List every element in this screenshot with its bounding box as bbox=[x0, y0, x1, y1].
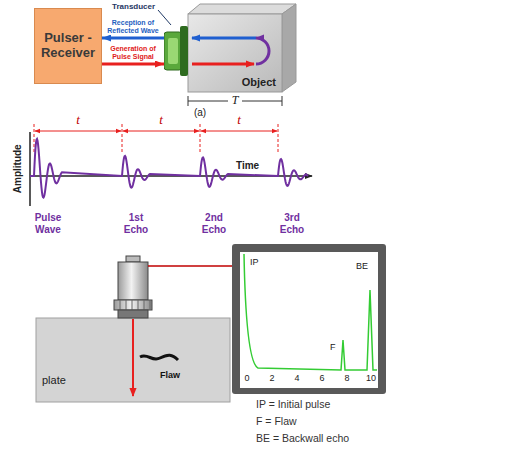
tick-number: 2 bbox=[264, 373, 280, 383]
box-title: Pulser - Receiver bbox=[39, 31, 97, 61]
transducer-flange bbox=[180, 26, 188, 76]
reflected-wave-arrow bbox=[192, 37, 256, 40]
dimension-tick bbox=[188, 96, 189, 106]
screen-display bbox=[240, 252, 378, 388]
a-scan-trace bbox=[244, 254, 377, 370]
tick-number: 4 bbox=[289, 373, 305, 383]
peak-label: IP bbox=[250, 257, 259, 267]
screen-frame bbox=[232, 244, 386, 394]
interval-marker bbox=[122, 124, 123, 152]
dimension-tick bbox=[282, 96, 283, 106]
signal-arrow bbox=[102, 63, 164, 66]
interval-marker bbox=[200, 124, 201, 152]
part-label: Flaw bbox=[160, 370, 180, 380]
transducer-highlight bbox=[168, 38, 178, 64]
interval-marker bbox=[278, 124, 279, 152]
key-note: BE = Backwall echo bbox=[256, 432, 349, 444]
object-side-face bbox=[282, 4, 296, 92]
transducer: Transducer bbox=[164, 24, 188, 78]
dimension-label: T bbox=[228, 94, 242, 106]
tick-number: 6 bbox=[314, 373, 330, 383]
interval-label: t bbox=[231, 113, 247, 128]
object-top-face bbox=[188, 4, 296, 14]
plate-body bbox=[36, 318, 230, 402]
interval-dimension bbox=[35, 131, 121, 132]
key-note: F = Flaw bbox=[256, 415, 297, 427]
key-note: IP = Initial pulse bbox=[256, 398, 330, 410]
signal-arrow bbox=[102, 37, 164, 40]
part-label: Transducer bbox=[112, 2, 155, 11]
part-label: Object bbox=[242, 76, 276, 89]
echo-waveform bbox=[30, 139, 308, 198]
interval-label: t bbox=[153, 113, 169, 128]
tick-number: 8 bbox=[339, 373, 355, 383]
probe-ring-grooves bbox=[120, 300, 150, 310]
sound-beam-arrow bbox=[132, 319, 134, 396]
signal-label: Pulse Wave bbox=[30, 212, 66, 235]
axis-label: Amplitude bbox=[12, 134, 24, 204]
probe-cable bbox=[148, 265, 232, 267]
probe-body bbox=[118, 262, 148, 300]
peak-label: F bbox=[330, 342, 336, 352]
probe-cap bbox=[126, 256, 140, 262]
probe-ring bbox=[114, 300, 152, 310]
interval-dimension bbox=[123, 131, 199, 132]
pulser-receiver-box: Pulser - Receiver bbox=[34, 8, 102, 84]
axis-label: Time bbox=[236, 160, 259, 172]
signal-label: 1st Echo bbox=[118, 212, 154, 235]
tick-number: 10 bbox=[362, 373, 380, 383]
object-front-face bbox=[188, 14, 282, 92]
peak-label: BE bbox=[356, 261, 368, 271]
oscilloscope-screen: IP F BE bbox=[232, 244, 386, 394]
interval-label: t bbox=[70, 113, 86, 128]
arrow-label: Reception of Reflected Wave bbox=[102, 19, 164, 35]
figure-caption: (a) bbox=[188, 107, 212, 119]
pulse-wave-arrow bbox=[192, 63, 254, 66]
interval-marker bbox=[34, 124, 35, 152]
arrow-label: Generation of Pulse Signal bbox=[102, 45, 164, 61]
backwall-reflection-arc bbox=[256, 38, 269, 64]
probe-face bbox=[118, 310, 148, 318]
transducer-shape bbox=[164, 24, 188, 78]
part-label: plate bbox=[42, 374, 66, 387]
signal-label: 2nd Echo bbox=[196, 212, 232, 235]
signal-label: 3rd Echo bbox=[274, 212, 310, 235]
flaw-crack bbox=[140, 355, 178, 360]
interval-dimension bbox=[201, 131, 277, 132]
transducer-body bbox=[164, 32, 182, 70]
amplitude-axis bbox=[29, 132, 31, 206]
tick-number: 0 bbox=[239, 373, 255, 383]
object-block: Object bbox=[188, 14, 282, 92]
test-plate: plate Flaw bbox=[36, 318, 230, 402]
